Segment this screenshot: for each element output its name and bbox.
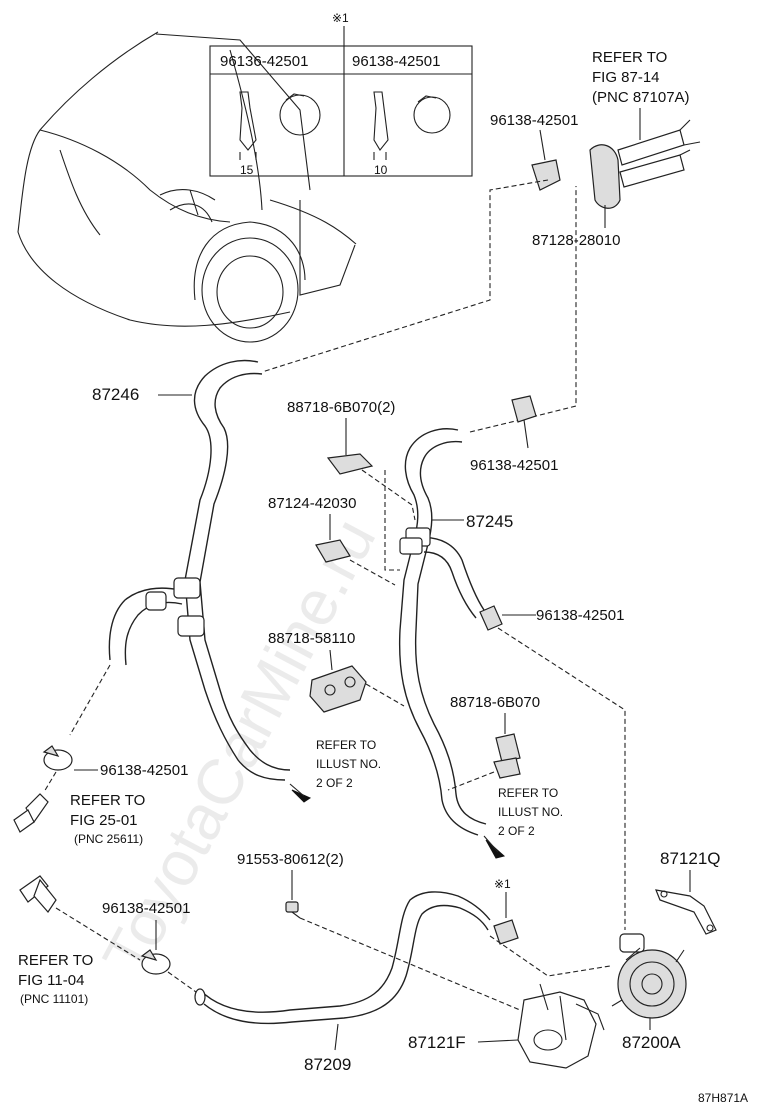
pipe-fig-11-04: [19, 875, 57, 913]
refer-25-01-line1: REFER TO: [70, 792, 145, 809]
clamp-mid-right: [511, 395, 537, 423]
hose-87245: [398, 428, 487, 836]
label-clamp-mid-right: 96138-42501: [470, 457, 558, 474]
refer-87-14-line1: REFER TO: [592, 49, 667, 66]
table-dim1: 15: [240, 163, 254, 177]
bracket-87121q: [655, 889, 717, 935]
grommet-87128-28010: [589, 108, 701, 228]
refer-87-14-line2: FIG 87-14: [592, 69, 660, 86]
refer-illust-b-line2: ILLUST NO.: [498, 805, 563, 819]
bolt-91553: [285, 901, 301, 919]
label-clip-42030: 87124-42030: [268, 495, 356, 512]
label-clamp-left: 96138-42501: [100, 762, 188, 779]
clamp-mark-small: [493, 919, 519, 945]
refer-25-01-line3: (PNC 25611): [74, 832, 143, 846]
clip-88718-58110: [309, 665, 367, 713]
refer-illust-a-line3: 2 OF 2: [316, 776, 353, 790]
label-bolt: 91553-80612(2): [237, 851, 344, 868]
table-mark: ※1: [332, 11, 349, 25]
hose-87209: [194, 891, 491, 1025]
label-bracket-f: 87121F: [408, 1033, 466, 1052]
label-hose-87245: 87245: [466, 512, 513, 531]
refer-11-04-line3: (PNC 11101): [20, 992, 88, 1006]
clamp-reference-table: ※1 96136-42501 96138-42501 15 10: [209, 11, 473, 177]
label-clamp-top: 96138-42501: [490, 112, 578, 129]
hose-87246: [108, 359, 291, 781]
refer-illust-a-line1: REFER TO: [316, 738, 376, 752]
label-pump: 87200A: [622, 1033, 681, 1052]
refer-illust-a-line2: ILLUST NO.: [316, 757, 381, 771]
refer-illust-b-note: REFER TO ILLUST NO. 2 OF 2: [483, 786, 563, 859]
pipe-fig-25-01: [13, 793, 49, 833]
bracket-87121f: [517, 983, 605, 1069]
refer-25-01-line2: FIG 25-01: [70, 812, 138, 829]
clip-88718-6b070: [493, 733, 521, 779]
label-clip-58110: 88718-58110: [268, 630, 355, 647]
clamp-left: [42, 745, 73, 771]
label-clamp-lower-left: 96138-42501: [102, 900, 190, 917]
diagram-code: 87H871A: [698, 1091, 748, 1105]
mark-small: ※1: [494, 877, 511, 891]
clip-88718-6b070-pair: [326, 453, 374, 475]
table-col2-header: 96138-42501: [352, 53, 440, 70]
label-bracket-q: 87121Q: [660, 849, 721, 868]
label-clamp-right: 96138-42501: [536, 607, 624, 624]
refer-11-04-line2: FIG 11-04: [18, 972, 84, 989]
label-hose-87209: 87209: [304, 1055, 351, 1074]
clip-87124-42030: [315, 539, 351, 563]
refer-illust-a-note: REFER TO ILLUST NO. 2 OF 2: [289, 738, 381, 803]
refer-fig-87-14-note: REFER TO FIG 87-14 (PNC 87107A): [592, 49, 690, 106]
refer-illust-b-line3: 2 OF 2: [498, 824, 535, 838]
clamp-lower-left: [140, 949, 171, 975]
refer-11-04-line1: REFER TO: [18, 952, 93, 969]
table-dim2: 10: [374, 163, 388, 177]
label-hose-87246: 87246: [92, 385, 139, 404]
water-pump-87200a: [611, 933, 687, 1019]
refer-87-14-line3: (PNC 87107A): [592, 89, 690, 106]
label-clip-6b070-2: 88718-6B070(2): [287, 399, 395, 416]
clamp-top: [531, 159, 561, 191]
car-outline-illustration: [17, 31, 357, 343]
refer-illust-b-line1: REFER TO: [498, 786, 558, 800]
table-col1-header: 96136-42501: [220, 53, 308, 70]
label-clip-6b070: 88718-6B070: [450, 694, 540, 711]
clamp-right: [479, 605, 503, 631]
